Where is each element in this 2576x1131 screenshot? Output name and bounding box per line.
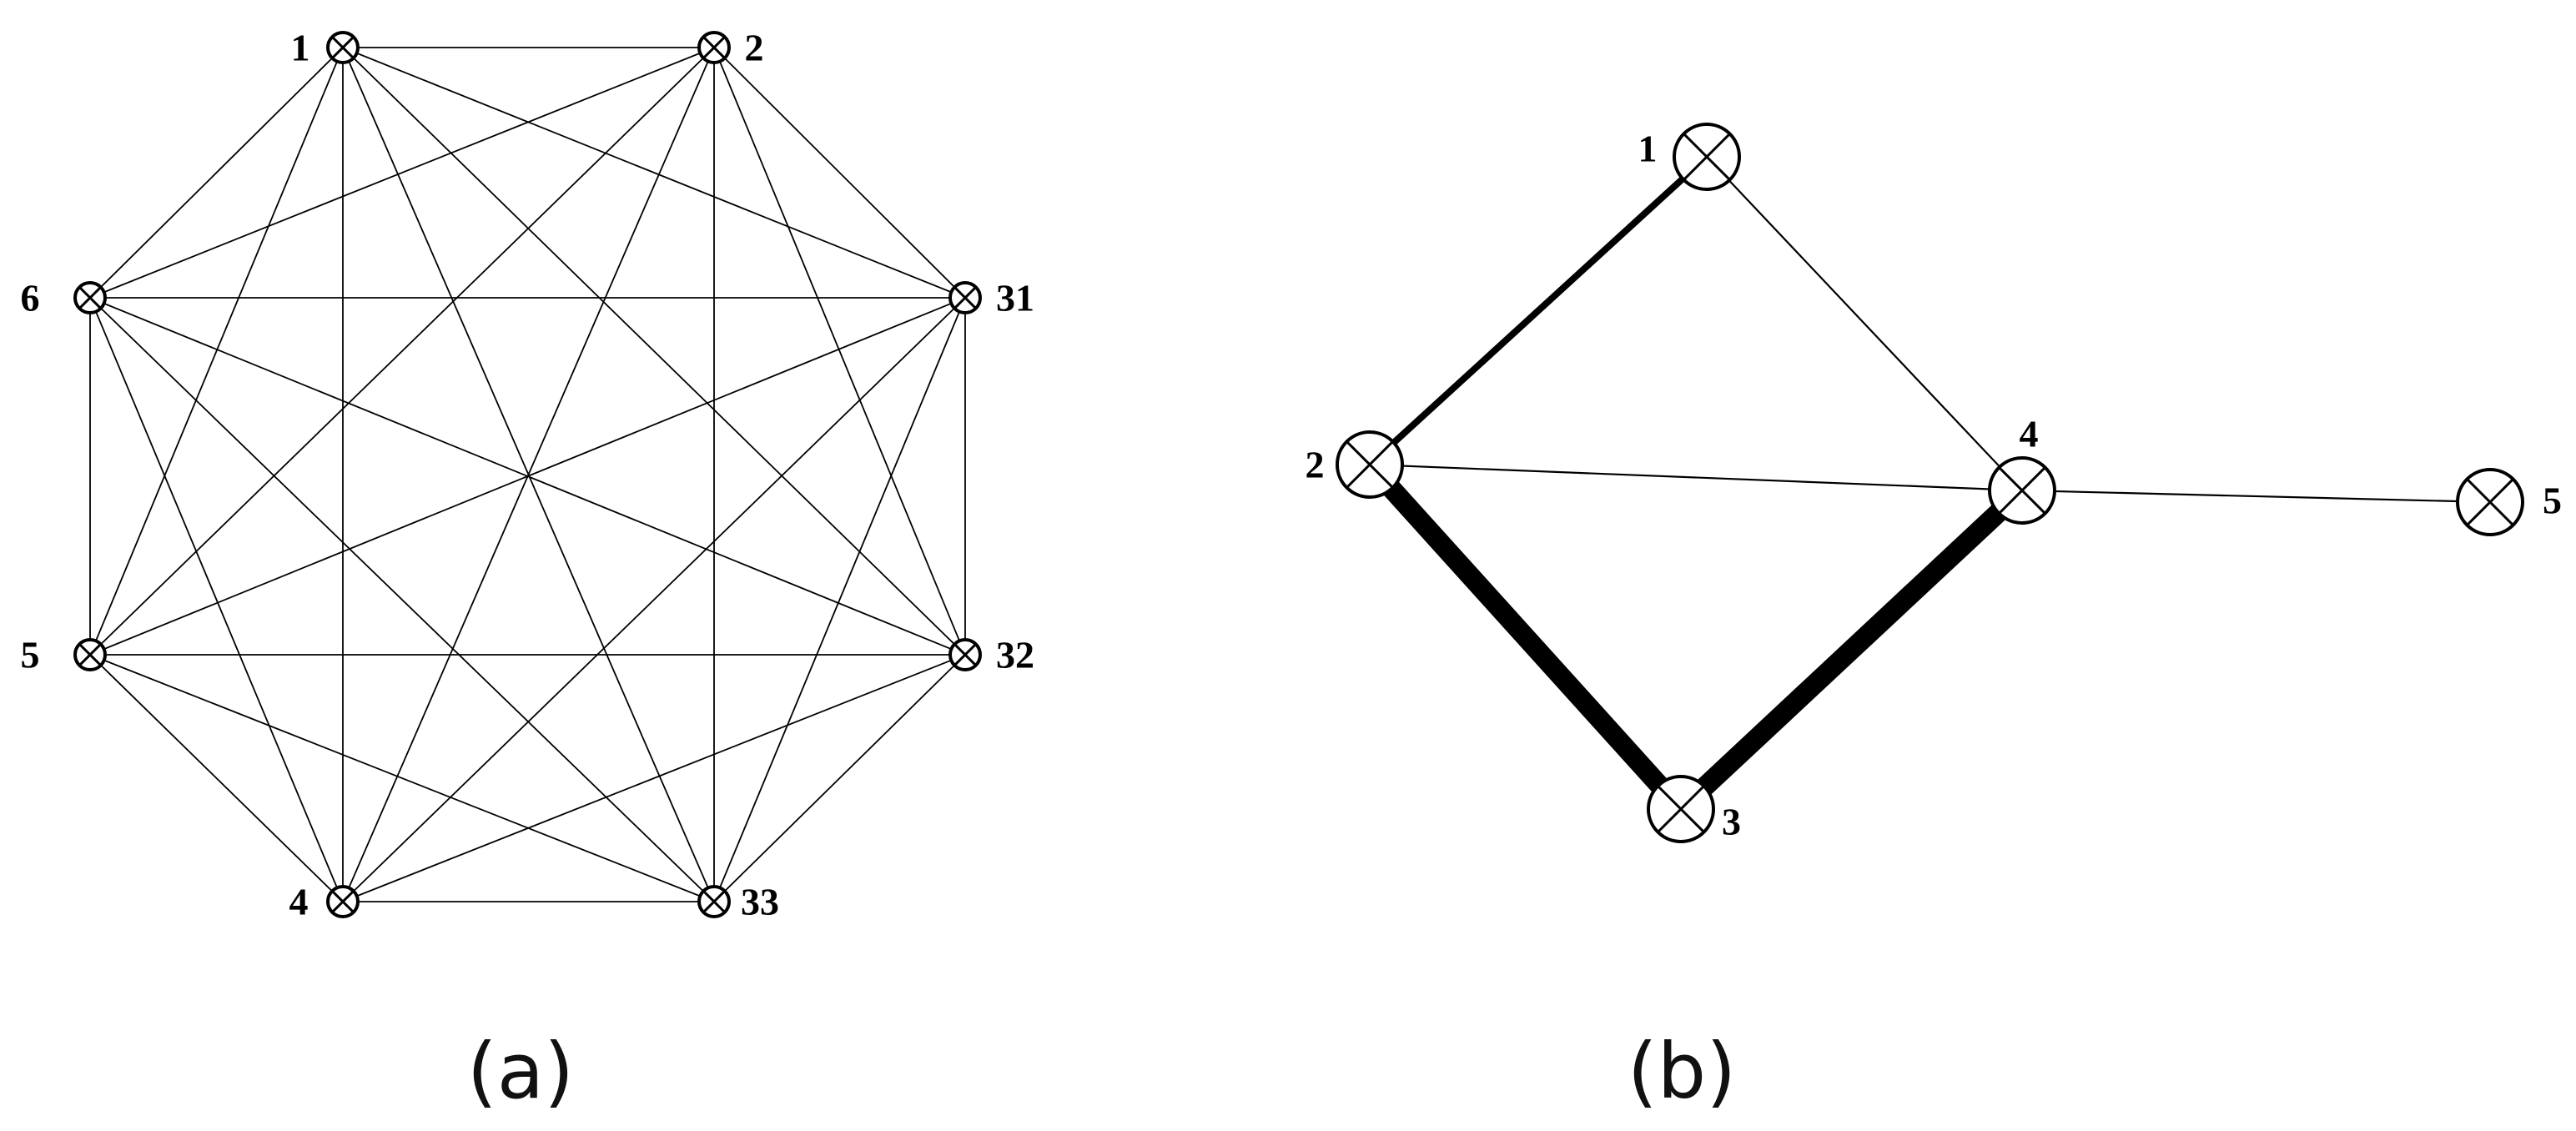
node-label: 2 xyxy=(745,27,764,69)
node-cross-line xyxy=(2466,478,2514,526)
node-label: 31 xyxy=(996,277,1034,319)
node-cross-line xyxy=(331,890,355,913)
weighted-edge xyxy=(1369,463,2023,492)
node-cross-line xyxy=(1998,466,2046,515)
node-cross-line xyxy=(953,643,977,666)
graph-node: 32 xyxy=(948,634,1034,676)
graph-node: 33 xyxy=(697,881,779,923)
node-cross-line xyxy=(78,643,102,666)
graph-edge xyxy=(89,297,715,902)
node-label: 3 xyxy=(1722,801,1741,843)
node-label: 1 xyxy=(291,27,310,69)
weighted-edge xyxy=(1673,483,2030,817)
graph-node: 5 xyxy=(2456,468,2562,536)
graph-edge xyxy=(89,654,344,902)
node-cross-line xyxy=(1683,133,1731,181)
graph-node: 3 xyxy=(1647,775,1741,843)
graph-edge xyxy=(713,47,966,656)
node-cross-line xyxy=(1657,785,1705,833)
graph-edge xyxy=(342,47,966,656)
panel-a-caption: (a) xyxy=(467,1027,574,1116)
graph-edge xyxy=(342,654,966,902)
graph-edge xyxy=(89,47,344,656)
node-cross-line xyxy=(331,36,355,59)
graph-node: 6 xyxy=(21,277,107,319)
panel-a-complete-graph: 1 2 31 32 33 4 5 6 (a) xyxy=(21,27,1035,1117)
graph-node: 1 xyxy=(291,27,360,69)
panel-a-nodes: 1 2 31 32 33 4 5 6 xyxy=(21,27,1035,923)
panel-b-edges xyxy=(1362,154,2491,817)
panel-b-nodes: 1 2 3 4 5 xyxy=(1306,123,2562,843)
graph-edge xyxy=(342,47,966,299)
graph-edge xyxy=(713,47,966,299)
node-cross-line xyxy=(702,890,726,913)
weighted-edge xyxy=(1362,457,1688,817)
weighted-edge xyxy=(1367,154,1709,467)
graph-node: 1 xyxy=(1638,123,1741,191)
graph-edge xyxy=(89,47,715,656)
node-cross-line xyxy=(78,286,102,309)
node-label: 5 xyxy=(21,634,40,676)
graph-node: 2 xyxy=(697,27,764,69)
graph-edge xyxy=(342,297,966,902)
node-cross-line xyxy=(1346,440,1394,489)
node-label: 6 xyxy=(21,277,40,319)
graph-node: 4 xyxy=(1988,413,2056,525)
node-label: 4 xyxy=(2020,413,2039,455)
node-label: 33 xyxy=(741,881,779,923)
graph-edge xyxy=(89,297,966,656)
graph-edge xyxy=(89,297,344,902)
weighted-edge xyxy=(1706,156,2023,491)
node-label: 1 xyxy=(1638,128,1658,170)
graph-node: 2 xyxy=(1306,430,1404,499)
panel-a-edges xyxy=(89,47,966,902)
node-label: 2 xyxy=(1306,444,1325,486)
graph-edge xyxy=(342,47,715,902)
node-label: 5 xyxy=(2543,480,2562,522)
node-label: 4 xyxy=(289,881,309,923)
graph-node: 5 xyxy=(21,634,107,676)
graph-edge xyxy=(89,654,715,902)
graph-edge xyxy=(89,47,715,299)
panel-b-weighted-graph: 1 2 3 4 5 (b) xyxy=(1306,123,2562,1116)
panel-b-caption: (b) xyxy=(1628,1027,1736,1116)
node-cross-line xyxy=(953,286,977,309)
node-cross-line xyxy=(702,36,726,59)
node-label: 32 xyxy=(996,634,1034,676)
graph-edge xyxy=(89,47,344,299)
graph-node: 4 xyxy=(289,881,360,923)
graph-node: 31 xyxy=(948,277,1034,319)
graph-edge xyxy=(713,297,966,902)
graph-edge xyxy=(713,654,966,902)
weighted-edge xyxy=(2021,489,2491,504)
